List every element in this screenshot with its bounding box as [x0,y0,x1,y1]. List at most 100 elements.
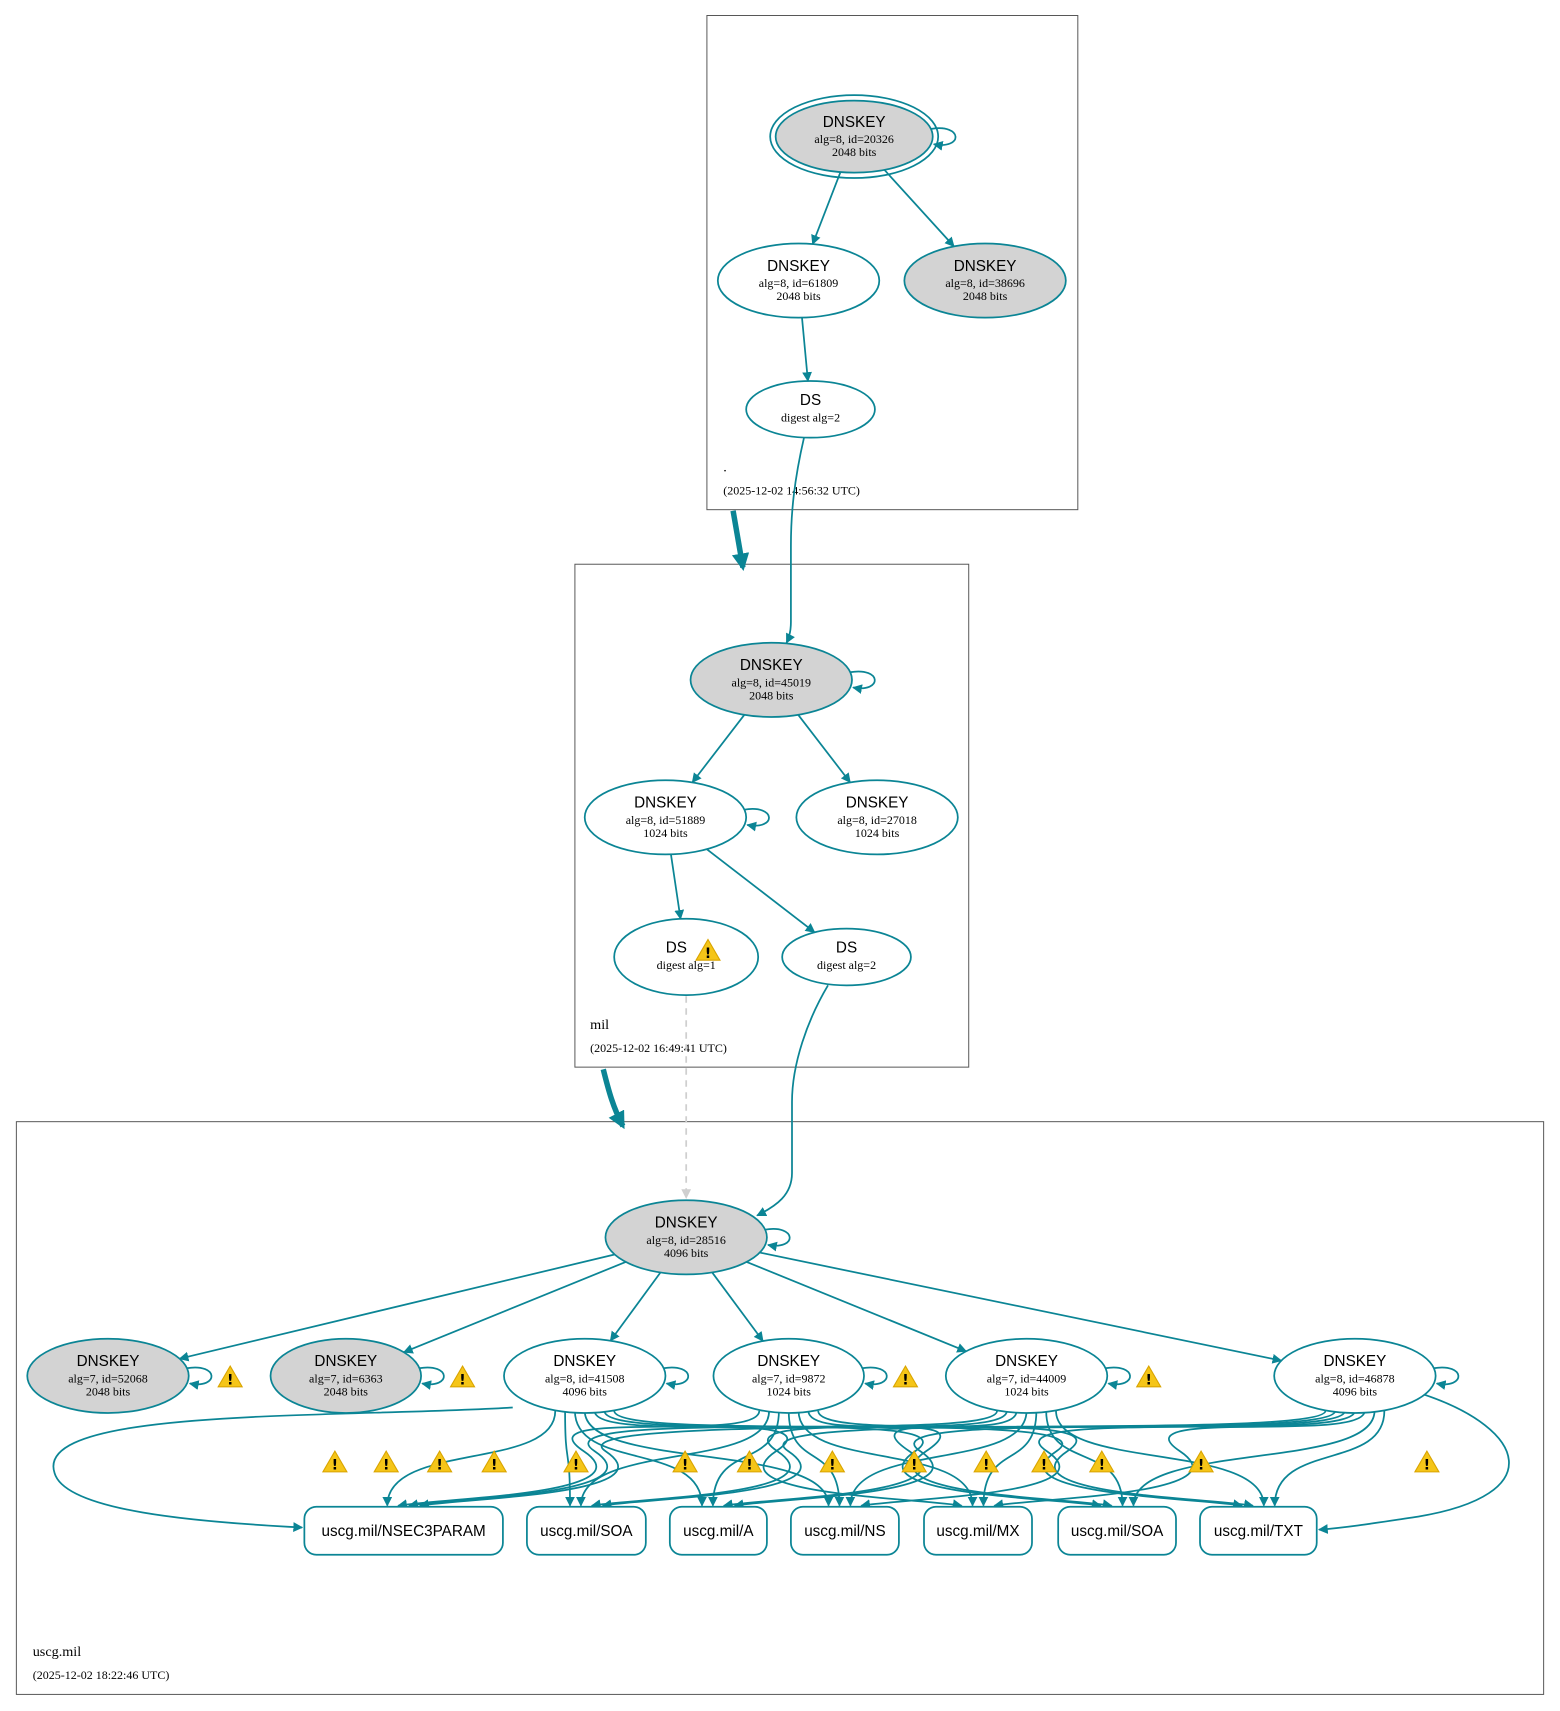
node-shape [604,1199,768,1276]
rrset-label: uscg.mil/TXT [1214,1523,1303,1540]
warning-icon: ! [892,1364,919,1389]
warning-icon: ! [1413,1450,1440,1474]
warning-mark: ! [902,1373,908,1389]
node-size: 1024 bits [1004,1385,1049,1399]
node-shape [503,1337,667,1414]
warning-mark: ! [436,1458,442,1474]
warning-icon: ! [563,1450,589,1474]
rrset-label: uscg.mil/NS [804,1523,885,1540]
rrset-label: uscg.mil/SOA [1071,1523,1164,1540]
warning-mark: ! [491,1458,497,1474]
rrset-node[interactable]: uscg.mil/MX [923,1505,1033,1556]
node-shape [781,927,912,987]
rrset-shape [526,1505,647,1556]
warning-mark: ! [227,1373,233,1389]
node-title: DNSKEY [77,1353,140,1370]
rrset-node[interactable]: uscg.mil/SOA [526,1505,647,1556]
warning-icon: ! [426,1450,453,1474]
signature-edge [785,437,805,644]
zone-timestamp: (2025-12-02 16:49:41 UTC) [590,1041,727,1055]
rrsig-edge [1128,1410,1376,1507]
node-size: 4096 bits [1333,1385,1378,1399]
warning-triangle [901,1450,928,1473]
zone-box-root [706,15,1079,511]
node-shape [795,779,959,856]
node-title: DNSKEY [1324,1353,1387,1370]
node-shape [1273,1337,1437,1414]
warning-mark: ! [383,1458,389,1474]
node-detail: digest alg=2 [817,958,876,972]
rrset-node[interactable]: uscg.mil/NS [790,1505,900,1556]
zone-timestamp: (2025-12-02 14:56:32 UTC) [723,483,860,497]
warning-icon: ! [1088,1450,1115,1474]
node-detail: alg=7, id=52068 [68,1371,148,1385]
node-title: DNSKEY [823,114,886,131]
rrsig-edge [574,1410,707,1507]
rrsig-edge [1055,1410,1269,1507]
node-detail: alg=8, id=41508 [545,1371,625,1385]
warning-mark: ! [1099,1458,1105,1474]
node-title: DS [666,940,687,957]
signature-edge [706,848,816,934]
warning-mark: ! [1424,1458,1430,1474]
node-detail: alg=8, id=38696 [945,276,1025,290]
rrsig-edge [408,1410,998,1510]
node-size: 2048 bits [86,1385,131,1399]
rrset-node[interactable]: uscg.mil/A [668,1505,768,1556]
warning-mark: ! [682,1458,688,1474]
rrset-node[interactable]: uscg.mil/SOA [1057,1505,1177,1556]
rrsig-edge [1317,1393,1510,1534]
warning-triangle [217,1364,244,1388]
warning-triangle [736,1450,763,1473]
rrset-shape [790,1505,900,1556]
warning-mark: ! [911,1458,917,1474]
rrset-shape [303,1505,504,1556]
node-shape [712,1337,865,1414]
node-title: DS [836,940,857,957]
rrset-node[interactable]: uscg.mil/NSEC3PARAM [303,1505,504,1556]
warning-icon: ! [217,1364,244,1389]
rrset-label: uscg.mil/SOA [540,1523,633,1540]
node-title: DNSKEY [995,1353,1058,1370]
node-shape [583,779,748,856]
node-title: DNSKEY [846,795,909,812]
signature-edge [178,1253,615,1362]
delegation-edge [730,510,750,571]
node-shape [689,641,853,718]
signature-edge [759,1251,1283,1364]
node-title: DNSKEY [767,258,830,275]
warning-triangle [1188,1450,1215,1473]
node-title: DNSKEY [954,258,1017,275]
warning-mark: ! [983,1458,989,1474]
self-signature-edge [764,1228,791,1252]
rrset-shape [1057,1505,1177,1556]
rrsig-edge [583,1410,834,1507]
zone-name: . [723,460,727,476]
signature-edge [746,1261,968,1353]
rrsig-edge [797,1410,978,1507]
warning-triangle [892,1364,919,1388]
warning-triangle [321,1450,348,1473]
rrset-node[interactable]: uscg.mil/TXT [1199,1505,1318,1556]
signature-edge [711,1271,764,1342]
warning-icon: ! [901,1450,928,1474]
warning-mark: ! [746,1458,752,1474]
